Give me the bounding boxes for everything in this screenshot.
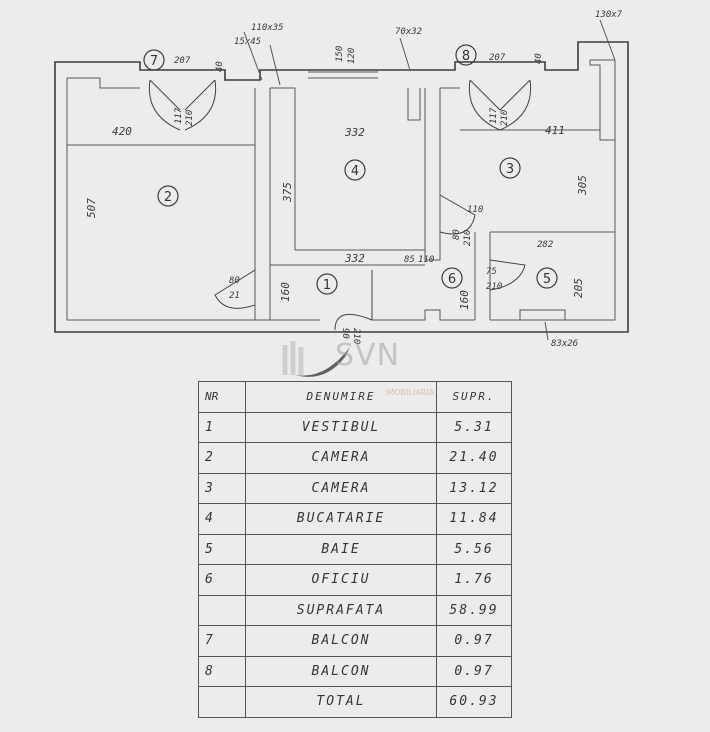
dim-210-door: 210 xyxy=(463,230,473,246)
row-name: BALCON xyxy=(245,655,437,687)
row-name: BALCON xyxy=(245,625,437,657)
dimension-labels: 110x35 15x45 70x32 130x7 150 120 207 207… xyxy=(85,10,623,349)
dim-332-top: 332 xyxy=(344,126,365,139)
row-name: SUPRAFATA xyxy=(245,594,437,626)
dim-110-small: 110 xyxy=(418,255,434,265)
room-number-1: 1 xyxy=(323,278,331,293)
row-supr: 0.97 xyxy=(436,655,512,687)
row-nr: 5 xyxy=(198,533,246,565)
dim-160-right: 160 xyxy=(458,290,471,310)
dim-210-entry: 210 xyxy=(351,328,361,344)
dim-75: 75 xyxy=(486,267,497,277)
row-name: OFICIU xyxy=(245,564,437,596)
row-nr: 2 xyxy=(198,442,246,474)
header-supr: SUPR. xyxy=(436,381,512,413)
interior-walls xyxy=(67,71,615,321)
row-supr: 5.31 xyxy=(436,411,512,443)
header-name: DENUMIRE xyxy=(245,381,437,413)
dim-150: 150 xyxy=(335,46,345,62)
row-name: CAMERA xyxy=(245,442,437,474)
dim-420: 420 xyxy=(112,125,132,138)
row-supr: 1.76 xyxy=(436,564,512,596)
dim-80-door: 80 xyxy=(452,229,462,240)
row-supr: 0.97 xyxy=(436,625,512,657)
row-nr: 3 xyxy=(198,472,246,504)
dim-205: 205 xyxy=(572,278,585,298)
room-number-2: 2 xyxy=(164,190,172,205)
dim-210-right-balcony: 210 xyxy=(500,110,510,126)
row-supr: 13.12 xyxy=(436,472,512,504)
watermark-logo: SVN xyxy=(335,338,401,373)
dim-110x35: 110x35 xyxy=(251,23,284,33)
dim-83x26: 83x26 xyxy=(551,339,578,349)
row-supr: 58.99 xyxy=(436,594,512,626)
dim-110: 110 xyxy=(467,205,483,215)
room-labels: 2 3 4 1 5 6 7 8 xyxy=(143,44,558,295)
dim-90: 90 xyxy=(340,328,350,339)
row-name: BAIE xyxy=(245,533,437,565)
row-name: BUCATARIE xyxy=(245,503,437,535)
room-number-5: 5 xyxy=(543,272,551,287)
dim-80-entry: 80 xyxy=(229,276,240,286)
dim-130x7: 130x7 xyxy=(595,10,623,20)
doors xyxy=(148,79,532,331)
dim-305: 305 xyxy=(576,175,589,196)
watermark-logo-mark xyxy=(282,341,350,377)
floor-plan: 2 3 4 1 5 6 7 8 110x35 15x45 70x32 130x7… xyxy=(54,10,629,349)
dim-40-right: 40 xyxy=(534,53,544,64)
dim-207-left: 207 xyxy=(174,56,191,66)
row-supr: 11.84 xyxy=(436,503,512,535)
row-supr: 21.40 xyxy=(436,442,512,474)
dim-507: 507 xyxy=(85,198,98,218)
dim-332-bottom: 332 xyxy=(344,252,365,265)
dim-282: 282 xyxy=(537,240,553,250)
room-number-6: 6 xyxy=(448,272,456,287)
dim-21: 21 xyxy=(229,291,240,301)
row-nr xyxy=(198,686,246,718)
row-nr: 1 xyxy=(198,411,246,443)
table-header-row: NR DENUMIRE SUPR. xyxy=(198,381,512,413)
row-nr: 7 xyxy=(198,625,246,657)
row-nr xyxy=(198,594,246,626)
room-number-4: 4 xyxy=(351,164,359,179)
dim-375: 375 xyxy=(281,182,294,203)
dim-411: 411 xyxy=(545,124,565,137)
dim-210-bath: 210 xyxy=(486,282,502,292)
dim-160-left: 160 xyxy=(279,282,292,302)
row-name: TOTAL xyxy=(245,686,437,718)
room-number-7: 7 xyxy=(150,54,158,69)
dim-40-left: 40 xyxy=(215,61,225,72)
outer-walls xyxy=(54,41,629,333)
dim-210-left-balcony: 210 xyxy=(185,110,195,126)
dim-120: 120 xyxy=(347,48,357,64)
dim-85: 85 xyxy=(404,255,415,265)
dim-207-right: 207 xyxy=(489,53,506,63)
dim-70x32: 70x32 xyxy=(395,27,422,37)
row-nr: 6 xyxy=(198,564,246,596)
row-supr: 5.56 xyxy=(436,533,512,565)
header-nr: NR xyxy=(198,381,246,413)
room-number-3: 3 xyxy=(506,162,514,177)
row-name: VESTIBUL xyxy=(245,411,437,443)
row-name: CAMERA xyxy=(245,472,437,504)
row-nr: 4 xyxy=(198,503,246,535)
dim-117-right: 117 xyxy=(489,107,499,124)
room-number-8: 8 xyxy=(462,49,470,64)
row-nr: 8 xyxy=(198,655,246,687)
dim-117-left: 117 xyxy=(174,107,184,124)
row-supr: 60.93 xyxy=(436,686,512,718)
